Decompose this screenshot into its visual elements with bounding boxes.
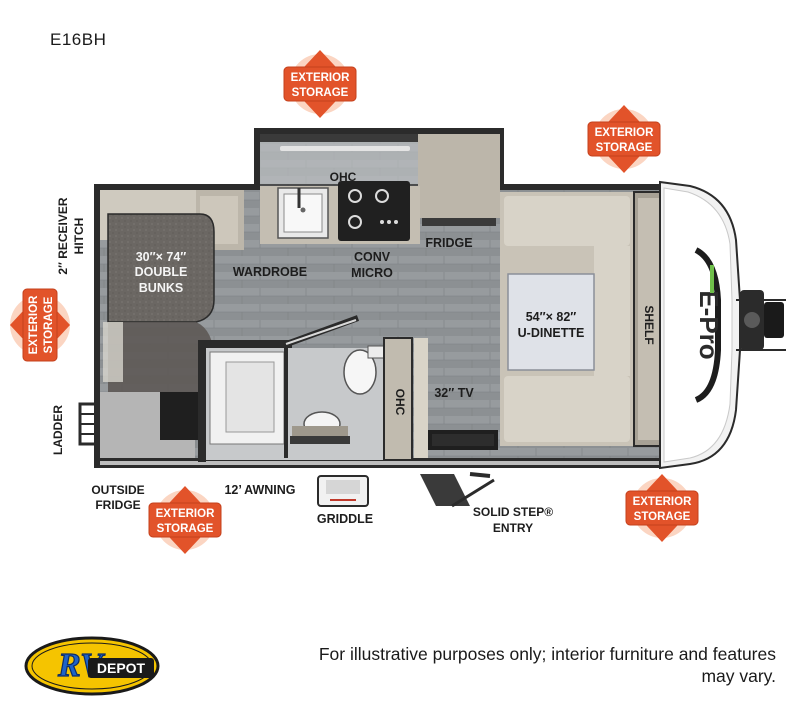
bunks-label-line3: BUNKS [139,281,183,295]
dinette-label-line2: U-DINETTE [518,326,585,340]
brand-mark: E-Pro [694,290,724,359]
shelf-label: SHELF [642,305,656,344]
storage-badge-bottom-right-line1: EXTERIOR [633,496,692,508]
double-bunks [107,213,215,323]
solid-step-entry [420,472,495,508]
entry-label-line1: SOLID STEP® [473,505,553,519]
bunk-area [100,190,244,458]
storage-badge-top-right: EXTERIOR STORAGE [587,105,661,173]
galley [260,134,500,244]
tv-console [428,430,498,450]
griddle [317,475,369,507]
wardrobe-label: WARDROBE [233,265,307,279]
front-cap: E-Pro [659,180,786,470]
outside-fridge-label-line2: FRIDGE [95,498,140,512]
storage-badge-top-line2: STORAGE [292,87,349,99]
storage-badge-left-line1: EXTERIOR [28,295,40,354]
storage-badge-top: EXTERIOR STORAGE [283,50,357,118]
tv-label: 32″ TV [434,386,474,400]
entry-label-line2: ENTRY [493,521,533,535]
storage-badge-bottom-left-line2: STORAGE [157,523,214,535]
dinette-table [507,273,595,371]
interior-labels: OHC CONV MICRO FRIDGE WARDROBE 30″× 74″ … [135,170,656,416]
hitch-label-line1: 2″ RECEIVER [56,197,70,274]
bathroom [198,315,428,462]
storage-badge-top-line1: EXTERIOR [291,72,350,84]
rv-depot-logo: RV DEPOT [24,636,160,696]
storage-badge-top-right-line1: EXTERIOR [595,127,654,139]
refrigerator [418,134,500,218]
model-name: E16BH [50,30,107,49]
storage-badge-top-right-line2: STORAGE [596,142,653,154]
toilet [343,349,377,395]
outside-fridge-label-line1: OUTSIDE [91,483,144,497]
conv-micro-label-line1: CONV [354,250,391,264]
ladder [78,402,98,446]
griddle-label: GRIDDLE [317,512,373,526]
storage-badge-bottom-right: EXTERIOR STORAGE [625,474,699,542]
hitch-label-line2: HITCH [72,218,86,255]
disclaimer: For illustrative purposes only; interior… [216,643,776,687]
bunks-label-line2: DOUBLE [135,265,188,279]
disclaimer-line1: For illustrative purposes only; interior… [318,644,776,664]
overhead-cabinet-side [383,337,413,461]
logo-depot: DEPOT [97,660,146,676]
exterior-labels: 2″ RECEIVER HITCH LADDER OUTSIDE FRIDGE … [51,197,553,535]
cooktop [338,181,410,241]
ohc-side-label: OHC [393,389,407,416]
awning-label: 12’ AWNING [224,483,295,497]
fridge-label: FRIDGE [425,236,472,250]
dinette-label-line1: 54″× 82″ [526,310,577,324]
storage-badge-bottom-left: EXTERIOR STORAGE [148,486,222,554]
conv-micro-label-line2: MICRO [351,266,393,280]
ohc-top-label: OHC [330,170,357,184]
disclaimer-line2: may vary. [701,666,776,686]
dinette [500,191,665,447]
storage-badge-bottom-left-line1: EXTERIOR [156,508,215,520]
storage-badge-bottom-right-line2: STORAGE [634,511,691,523]
ladder-label: LADDER [51,405,65,455]
bunks-label-line1: 30″× 74″ [136,250,187,264]
storage-badge-left-line2: STORAGE [43,296,55,353]
